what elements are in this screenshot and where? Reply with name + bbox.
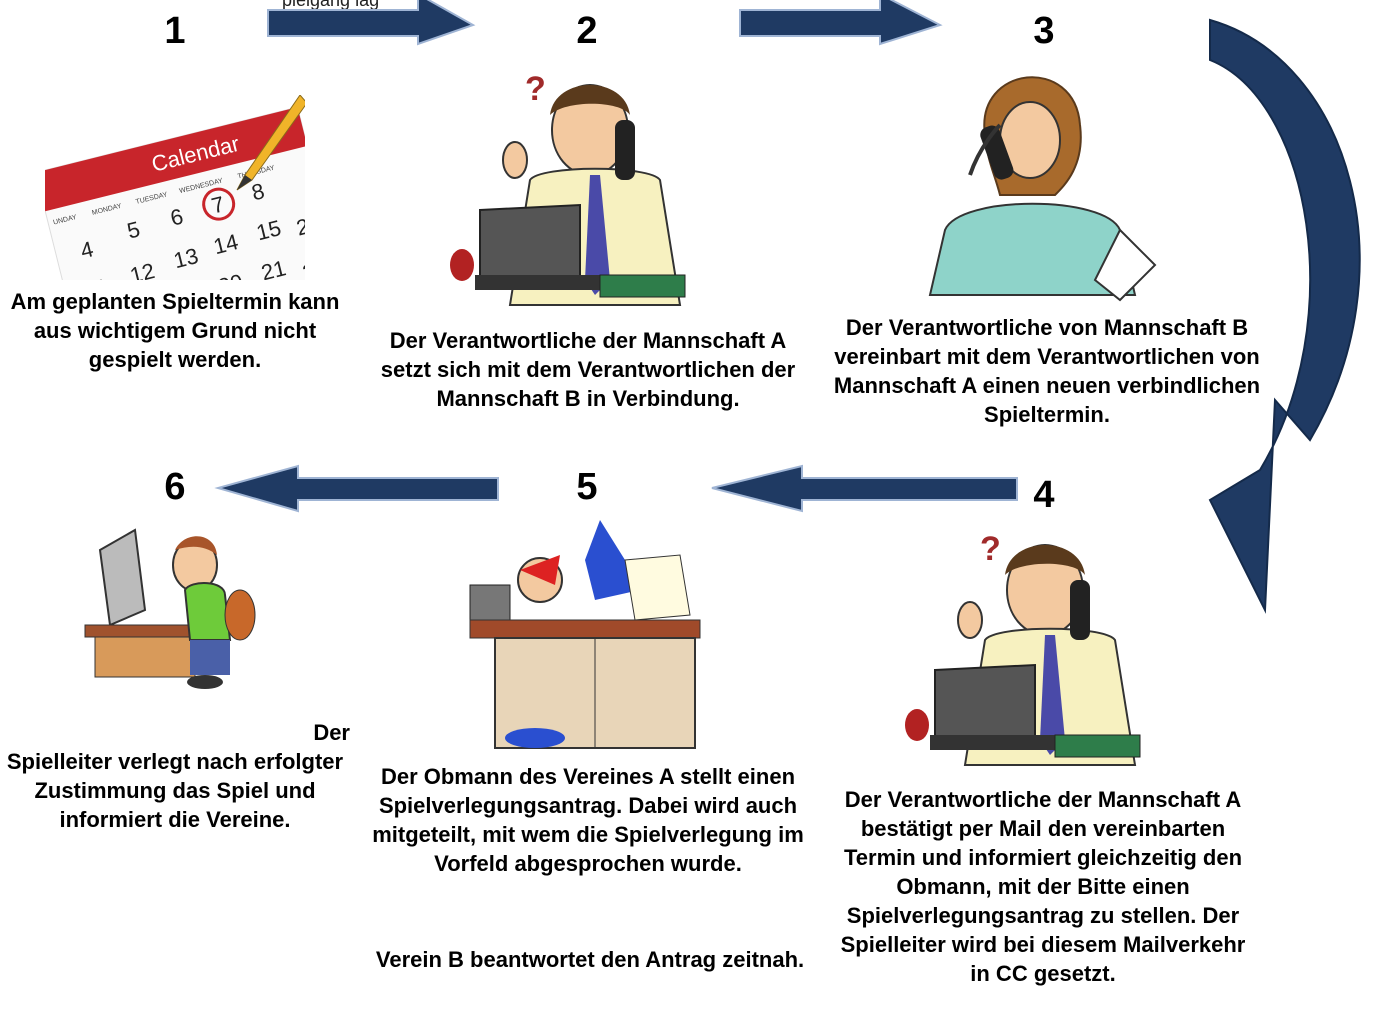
svg-text:6: 6 <box>168 204 186 231</box>
svg-text:5: 5 <box>125 216 143 243</box>
arrow-5-to-6 <box>214 464 499 513</box>
svg-text:27: 27 <box>300 255 305 280</box>
step-1-text: Am geplanten Spieltermin kann aus wichti… <box>10 289 340 372</box>
step-number-3: 3 <box>1033 10 1055 52</box>
pencil-icon <box>236 95 305 191</box>
svg-text:15: 15 <box>254 215 284 245</box>
svg-text:12: 12 <box>127 258 157 280</box>
svg-text:8: 8 <box>249 178 267 205</box>
arrow-4-to-5 <box>711 464 1018 513</box>
step-5-text-2: Verein B beantwortet den Antrag zeitnah. <box>375 947 805 972</box>
step-number-1: 1 <box>164 10 186 52</box>
arrow-curved-3-to-4 <box>1208 18 1361 614</box>
svg-text:28: 28 <box>294 210 305 240</box>
svg-text:7: 7 <box>209 191 227 218</box>
calendar-illustration: Calendar UNDAY MONDAY TUESDAY WEDNESDAY … <box>45 95 305 280</box>
step-6-text-b: Spielleiter verlegt nach erfolgter Zusti… <box>6 749 344 832</box>
svg-text:?: ? <box>980 530 1001 568</box>
svg-text:11: 11 <box>83 274 111 280</box>
man-on-phone-illustration-2: ? <box>905 530 1141 766</box>
man-on-phone-illustration: ? <box>450 70 686 306</box>
svg-text:?: ? <box>525 70 546 108</box>
step-6-text-a: Der <box>313 720 350 745</box>
step-number-4: 4 <box>1033 474 1055 516</box>
step-4-text: Der Verantwortliche der Mannschaft A bes… <box>840 787 1246 986</box>
woman-on-phone-illustration <box>928 76 1157 302</box>
arrow-2-to-3 <box>739 0 943 46</box>
top-cutoff-text: pielgang lag <box>282 0 380 10</box>
computer-user-illustration <box>84 528 256 689</box>
step-number-6: 6 <box>164 466 186 508</box>
step-2-text: Der Verantwortliche der Mannschaft A set… <box>380 328 796 411</box>
arrow-1-to-2 <box>267 0 476 46</box>
step-5-text: Der Obmann des Vereines A stellt einen S… <box>372 764 804 876</box>
step-number-5: 5 <box>576 466 598 508</box>
svg-text:4: 4 <box>78 236 96 263</box>
svg-text:14: 14 <box>211 229 241 259</box>
busy-desk-illustration <box>469 520 701 749</box>
svg-text:20: 20 <box>216 269 246 280</box>
step-number-2: 2 <box>576 10 598 52</box>
svg-text:13: 13 <box>171 243 201 273</box>
step-3-text: Der Verantwortliche von Mannschaft B ver… <box>833 315 1261 427</box>
